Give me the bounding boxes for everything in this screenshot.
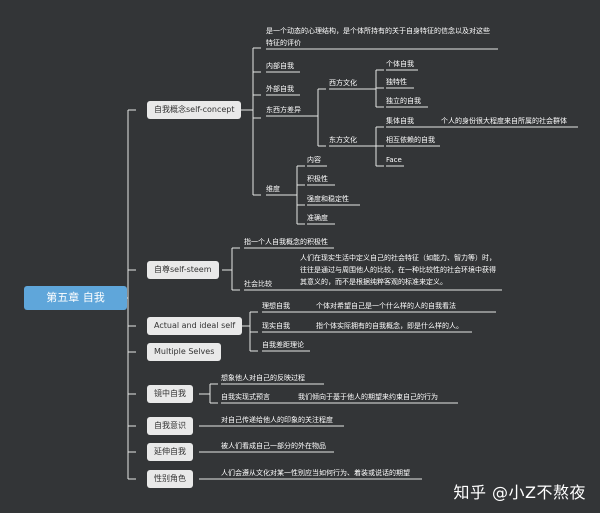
mirror-imagine: 想象他人对自己的反映过程: [221, 374, 305, 382]
self-discrepancy-theory: 自我差距理论: [262, 341, 304, 349]
ideal-self: 理想自我: [262, 302, 290, 310]
extended-self-note: 被人们看成自己一部分的外在物品: [221, 442, 326, 450]
interdependent-self: 相互依赖的自我: [386, 136, 435, 144]
branch-extended-self[interactable]: 延伸自我: [147, 443, 193, 461]
external-self: 外部自我: [266, 85, 294, 93]
self-awareness-note: 对自己传递给他人的印象的关注程度: [221, 416, 333, 424]
watermark: 知乎 @小Z不熬夜: [453, 483, 586, 502]
uniqueness: 独特性: [386, 78, 407, 86]
branch-mirror-self[interactable]: 镜中自我: [147, 385, 193, 403]
collective-self: 集体自我: [386, 117, 414, 125]
social-comparison-note: 人们在现实生活中定义自己的社会特征（如能力、智力等）时，往往是通过与周围他人的比…: [300, 254, 496, 286]
branch-multiple-selves[interactable]: Multiple Selves: [147, 343, 222, 361]
internal-self: 内部自我: [266, 62, 294, 70]
eastern-culture: 东方文化: [329, 136, 357, 144]
branch-self-steem[interactable]: 自尊self-steem: [147, 261, 219, 279]
independent-self: 独立的自我: [386, 97, 421, 105]
gender-role-note: 人们会遵从文化对某一性别应当如何行为、着装或说话的期望: [221, 469, 410, 477]
dimension-accuracy: 准确度: [307, 214, 328, 222]
social-comparison: 社会比较: [244, 280, 272, 288]
face: Face: [386, 156, 402, 164]
east-west-difference: 东西方差异: [266, 106, 301, 114]
dimension: 维度: [266, 185, 280, 193]
branch-gender-role[interactable]: 性别角色: [147, 470, 193, 488]
branch-actual-ideal-self[interactable]: Actual and ideal self: [147, 317, 243, 335]
self-steem-definition: 指一个人自我概念的积极性: [244, 238, 328, 246]
collective-self-note: 个人的身份很大程度来自所属的社会群体: [441, 117, 567, 125]
real-self-note: 指个体实际拥有的自我概念，即是什么样的人。: [316, 322, 463, 330]
dimension-strength-stability: 强度和稳定性: [307, 195, 349, 203]
individual-self: 个体自我: [386, 60, 414, 68]
dimension-positivity: 积极性: [307, 175, 328, 183]
self-concept-definition: 是一个动态的心理结构，是个体所持有的关于自身特征的信念以及对这些特征的评价: [266, 27, 490, 47]
branch-self-awareness[interactable]: 自我意识: [147, 417, 193, 435]
self-fulfilling-prophecy: 自我实现式预言: [221, 393, 270, 401]
branch-self-concept[interactable]: 自我概念self-concept: [147, 101, 242, 119]
dimension-content: 内容: [307, 156, 321, 164]
ideal-self-note: 个体对希望自己是一个什么样的人的自我看法: [316, 302, 456, 310]
real-self: 现实自我: [262, 322, 290, 330]
western-culture: 西方文化: [329, 79, 357, 87]
self-fulfilling-prophecy-note: 我们倾向于基于他人的期望来约束自己的行为: [298, 393, 438, 401]
root-node[interactable]: 第五章 自我: [24, 286, 127, 310]
